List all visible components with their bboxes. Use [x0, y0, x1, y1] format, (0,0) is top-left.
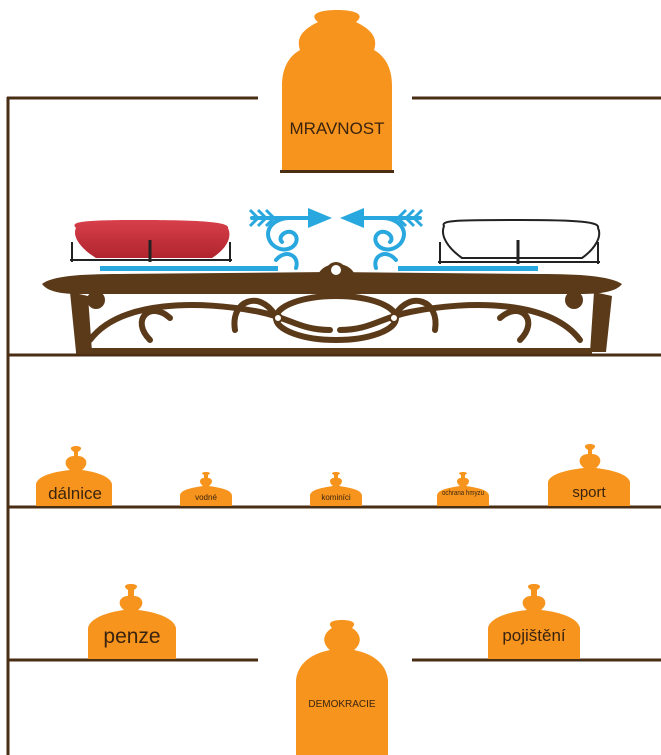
arrow-left-icon [358, 216, 422, 270]
weight-demokracie-label: DEMOKRACIE [308, 699, 376, 710]
weight-ochrana-hmyzu-label: ochrana hmyzu [442, 490, 484, 497]
weight-mravnost: MRAVNOST [280, 10, 394, 173]
balance-scale-icon [42, 208, 622, 354]
weight-vodne: vodné [180, 472, 232, 506]
arrow-right-icon [250, 216, 314, 270]
pan-red [74, 220, 230, 258]
weight-dalnice-label: dálnice [48, 484, 102, 503]
weight-sport-label: sport [572, 484, 606, 501]
shelf-frame [6, 96, 661, 755]
weight-mravnost-label: MRAVNOST [289, 119, 384, 138]
weight-penze: penze [88, 584, 176, 659]
weight-sport: sport [548, 444, 630, 506]
weight-vodne-label: vodné [195, 493, 217, 502]
pan-white [442, 218, 601, 259]
weight-ochrana-hmyzu: ochrana hmyzu [437, 472, 489, 506]
weight-pojisteni: pojištění [488, 584, 580, 659]
weight-kominici-label: kominíci [321, 493, 351, 502]
weight-demokracie: DEMOKRACIE [296, 620, 388, 755]
weight-dalnice: dálnice [36, 446, 112, 506]
weight-kominici: kominíci [310, 472, 362, 506]
weight-pojisteni-label: pojištění [502, 626, 566, 645]
weight-penze-label: penze [103, 625, 160, 648]
